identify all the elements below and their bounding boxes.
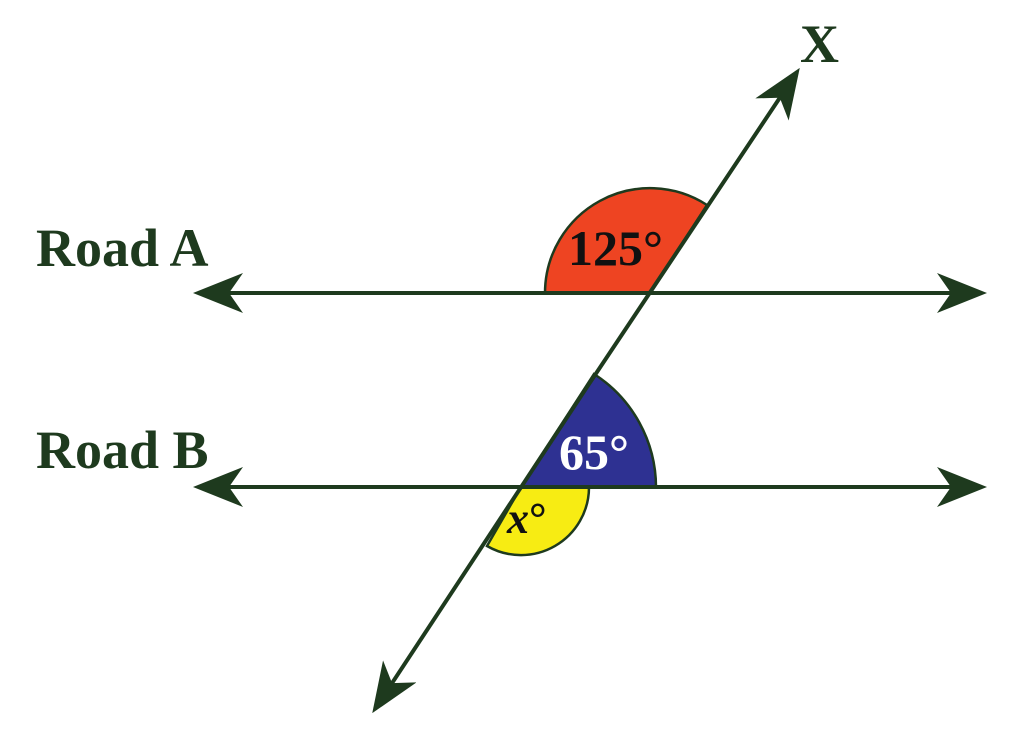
angle-65-sector (518, 372, 658, 489)
angle-x-label: x° (506, 494, 547, 543)
angle-x-variable: x (506, 494, 529, 543)
road-b-label: Road B (36, 420, 209, 480)
transversal-x-line-down (372, 388, 587, 714)
angle-125-label: 125° (568, 220, 663, 276)
transversal-x-line-up (583, 67, 800, 392)
transversal-x-label: X (800, 14, 839, 74)
angle-x-sector (485, 485, 591, 557)
angle-x-degree: ° (529, 494, 547, 543)
angle-65-label: 65° (559, 424, 629, 480)
road-a-label: Road A (36, 218, 209, 278)
